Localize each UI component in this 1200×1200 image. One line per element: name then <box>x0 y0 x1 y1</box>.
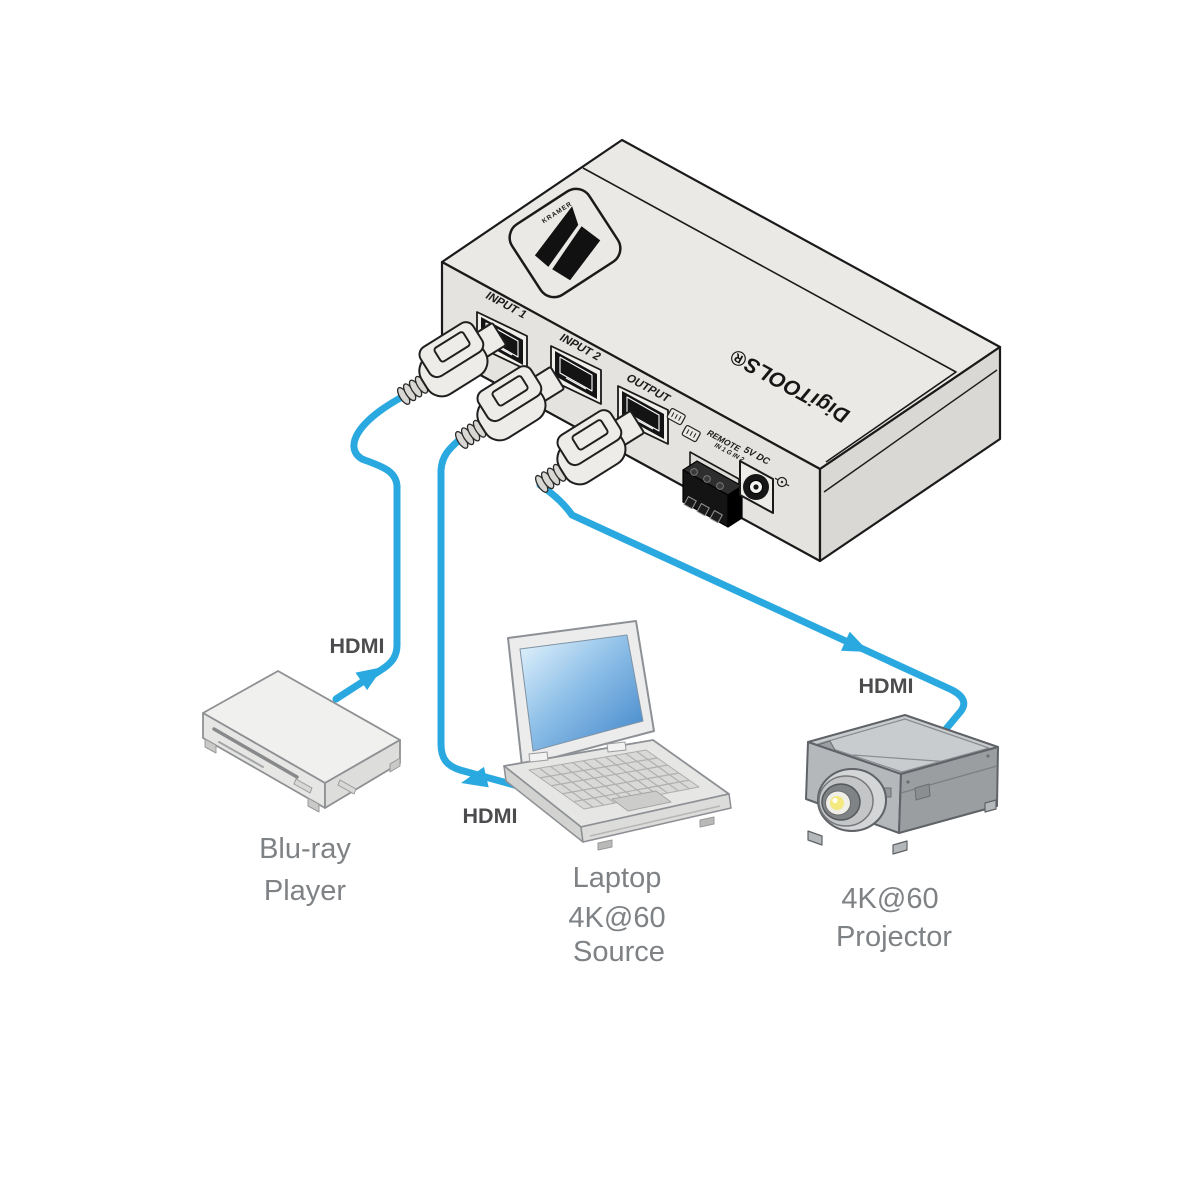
cable-output-to-projector <box>536 481 968 733</box>
keyboard-keys <box>538 750 692 809</box>
kramer-logo: KRAMER <box>508 187 622 299</box>
cable-arrows <box>355 631 869 788</box>
contact-closure-icon <box>681 425 701 443</box>
hdmi-plug-input2 <box>454 365 565 449</box>
projector-lens <box>817 768 887 832</box>
projector-caption-line2: Projector <box>836 921 952 953</box>
arrow-into-switcher-icon <box>355 667 383 691</box>
bluray-caption-line1: Blu-ray <box>259 833 351 865</box>
side-seam <box>823 369 998 493</box>
kramer-logo-flag <box>534 206 579 267</box>
hdmi-label-laptop: HDMI <box>463 804 518 828</box>
lid-seam <box>582 167 957 463</box>
remote-terminal-block <box>682 451 743 528</box>
laptop-trackpad <box>611 790 672 812</box>
laptop-hinge <box>528 751 549 763</box>
switcher-side-face <box>818 345 1002 563</box>
laptop <box>503 620 732 851</box>
arrow-from-laptop-icon <box>461 766 489 788</box>
laptop-screen <box>519 634 644 752</box>
projector-side <box>898 746 999 834</box>
hdmi-label-projector: HDMI <box>859 674 914 698</box>
laptop-caption: Laptop 4K@60 Source <box>568 862 665 968</box>
disc-slot <box>212 727 299 779</box>
projector-foot <box>892 840 908 855</box>
projector <box>805 714 999 855</box>
hdmi-port-output <box>617 385 669 445</box>
bluray-foot <box>389 757 401 773</box>
kramer-logo-bar <box>552 226 601 281</box>
projector-caption-line1: 4K@60 <box>841 883 938 915</box>
arrow-to-projector-icon <box>840 631 869 652</box>
cable-laptop-to-input2 <box>437 437 533 793</box>
projector-foot <box>984 799 997 813</box>
laptop-foot <box>699 816 715 828</box>
laptop-caption-line1: Laptop <box>573 862 662 894</box>
laptop-caption-line3: Source <box>573 936 665 968</box>
bluray-foot <box>204 738 217 754</box>
projector-foot <box>807 830 823 846</box>
cable-bluray-to-input1 <box>332 393 406 703</box>
bluray-button <box>293 778 313 794</box>
projector-caption: 4K@60 Projector <box>836 883 952 953</box>
bluray-caption: Blu-ray Player <box>259 833 351 907</box>
laptop-caption-line2: 4K@60 <box>568 902 665 934</box>
hdmi-plug-output <box>534 409 645 493</box>
polarity-icon <box>774 476 790 488</box>
hdmi-plugs <box>396 321 645 493</box>
projector-side-vent <box>914 783 931 801</box>
bluray-caption-line2: Player <box>264 875 347 907</box>
bluray-button <box>337 779 357 795</box>
contact-closure-icon <box>666 408 686 426</box>
laptop-hinge <box>606 741 627 753</box>
output-opening <box>622 391 664 439</box>
hdmi-label-bluray: HDMI <box>330 634 385 658</box>
power-jack <box>739 460 774 514</box>
bluray-foot <box>307 797 320 813</box>
hdmi-plug-input1 <box>396 321 507 405</box>
cables <box>332 393 968 793</box>
input2-opening <box>555 351 597 399</box>
bluray-player <box>202 670 401 813</box>
laptop-foot <box>597 839 613 851</box>
lens-light <box>830 796 844 810</box>
projector-top-seam <box>817 718 990 773</box>
